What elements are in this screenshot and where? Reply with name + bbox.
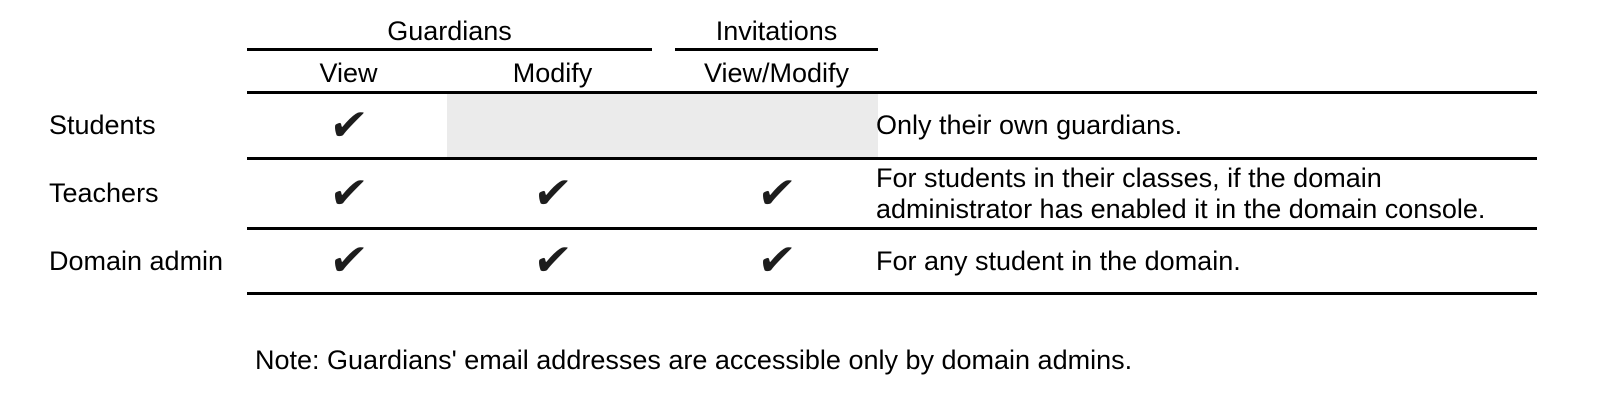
row-label-domain-admin: Domain admin: [49, 245, 224, 276]
table-rule: [247, 227, 1537, 230]
check-icon: ✔: [754, 167, 799, 219]
check-icon: ✔: [530, 167, 575, 219]
row-label-students: Students: [49, 110, 156, 140]
table-rule: [247, 91, 1537, 94]
footnote: Note: Guardians' email addresses are acc…: [255, 345, 1133, 375]
row-label-teachers: Teachers: [49, 178, 159, 208]
admin-guardians-view-cell: ✔: [247, 230, 450, 292]
admin-guardians-modify-cell: ✔: [450, 230, 655, 292]
students-disabled-cells-shade: [447, 94, 878, 157]
admin-note: For any student in the domain.: [876, 245, 1241, 276]
check-icon: ✔: [326, 167, 371, 219]
column-header-view-modify: View/Modify: [703, 58, 850, 88]
column-header-modify: Modify: [512, 58, 593, 88]
students-guardians-view-cell: ✔: [247, 94, 450, 157]
guardians-underline: [247, 48, 652, 51]
check-icon: ✔: [326, 99, 371, 151]
group-header-guardians: Guardians: [387, 16, 512, 46]
invitations-underline: [675, 48, 878, 51]
group-header-invitations: Invitations: [715, 16, 838, 46]
teachers-invitations-cell: ✔: [675, 160, 878, 227]
students-note: Only their own guardians.: [876, 110, 1183, 140]
check-icon: ✔: [754, 235, 799, 286]
check-icon: ✔: [326, 235, 371, 286]
table-rule: [247, 157, 1537, 160]
check-icon: ✔: [530, 235, 575, 286]
teachers-guardians-modify-cell: ✔: [450, 160, 655, 227]
teachers-note: For students in their classes, if the do…: [876, 162, 1486, 224]
table-rule: [247, 292, 1537, 295]
column-header-view: View: [319, 58, 378, 88]
admin-invitations-cell: ✔: [675, 230, 878, 292]
teachers-guardians-view-cell: ✔: [247, 160, 450, 227]
